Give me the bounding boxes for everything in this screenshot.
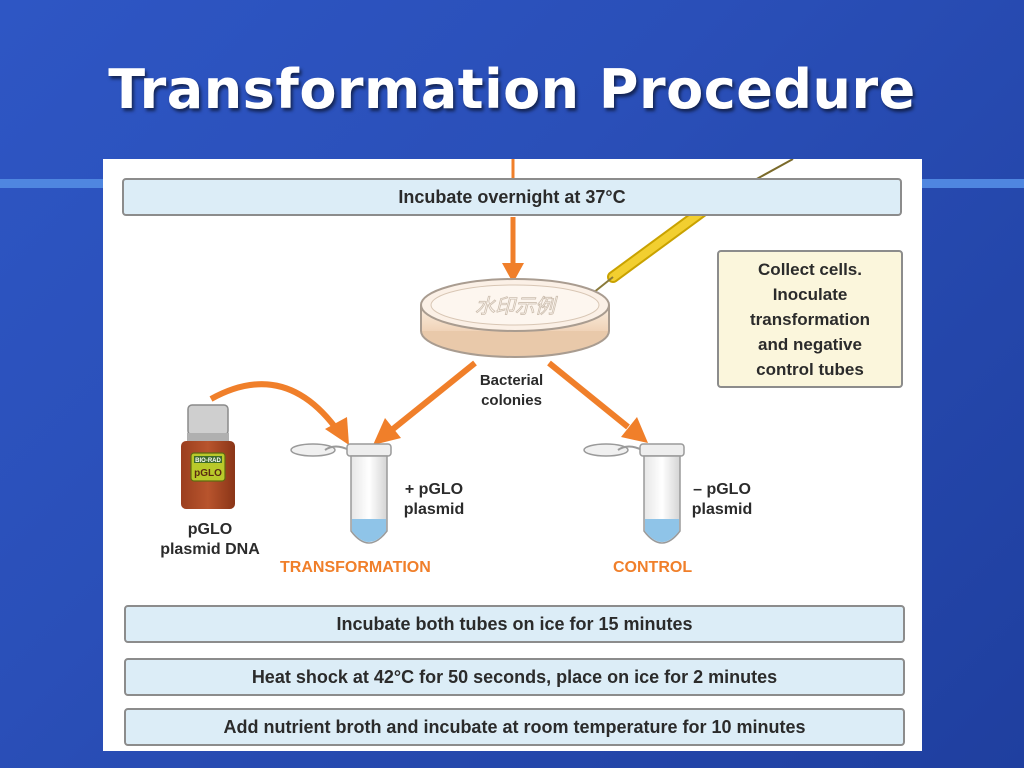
plus-pglo-line-1: + pGLO: [404, 481, 464, 498]
control-tube: [583, 443, 685, 544]
arrow-dish-to-control: [547, 360, 648, 443]
control-label: CONTROL: [613, 559, 693, 576]
pglo-dna-line-1: pGLO: [187, 521, 233, 538]
step-incubate-overnight: Incubate overnight at 37°C: [122, 178, 902, 216]
transformation-label: TRANSFORMATION: [280, 559, 431, 576]
plus-pglo-line-2: plasmid: [403, 501, 465, 518]
collect-cells-note: Collect cells. Inoculate transformation …: [717, 250, 903, 388]
transformation-tube: [290, 443, 392, 544]
arrow-top-to-dish: [502, 159, 524, 283]
step-heat-shock: Heat shock at 42°C for 50 seconds, place…: [124, 658, 905, 696]
note-line-4: and negative: [758, 334, 862, 354]
dish-watermark: 水印示例: [475, 294, 558, 318]
arrow-dna-to-transformation: [209, 381, 349, 445]
minus-pglo-label: – pGLO plasmid: [679, 480, 765, 520]
plus-pglo-label: + pGLO plasmid: [391, 480, 477, 520]
pglo-dna-label: pGLO plasmid DNA: [145, 520, 275, 560]
step-ice: Incubate both tubes on ice for 15 minute…: [124, 605, 905, 643]
note-line-2: Inoculate: [772, 284, 848, 304]
note-line-1: Collect cells.: [758, 259, 862, 279]
arrow-dish-to-transformation: [373, 360, 477, 445]
note-line-5: control tubes: [756, 359, 864, 379]
slide-title: Transformation Procedure: [108, 58, 916, 121]
bacterial-colonies-label: Bacterial colonies: [459, 371, 564, 411]
pglo-vial: [181, 404, 235, 509]
colonies-line-1: Bacterial: [479, 372, 544, 389]
minus-pglo-line-2: plasmid: [691, 501, 753, 518]
vial-name-text: pGLO: [194, 468, 222, 479]
petri-dish: [420, 278, 610, 358]
note-line-3: transformation: [750, 309, 870, 329]
procedure-figure: BIO-RAD pGLO 水印示例 Incubate overnight at …: [103, 159, 922, 751]
step-nutrient-broth: Add nutrient broth and incubate at room …: [124, 708, 905, 746]
minus-pglo-line-1: – pGLO: [693, 481, 751, 498]
vial-brand-text: BIO-RAD: [195, 458, 221, 464]
colonies-line-2: colonies: [481, 392, 542, 409]
figure-artwork: BIO-RAD pGLO 水印示例: [181, 159, 794, 544]
pglo-dna-line-2: plasmid DNA: [160, 541, 260, 558]
